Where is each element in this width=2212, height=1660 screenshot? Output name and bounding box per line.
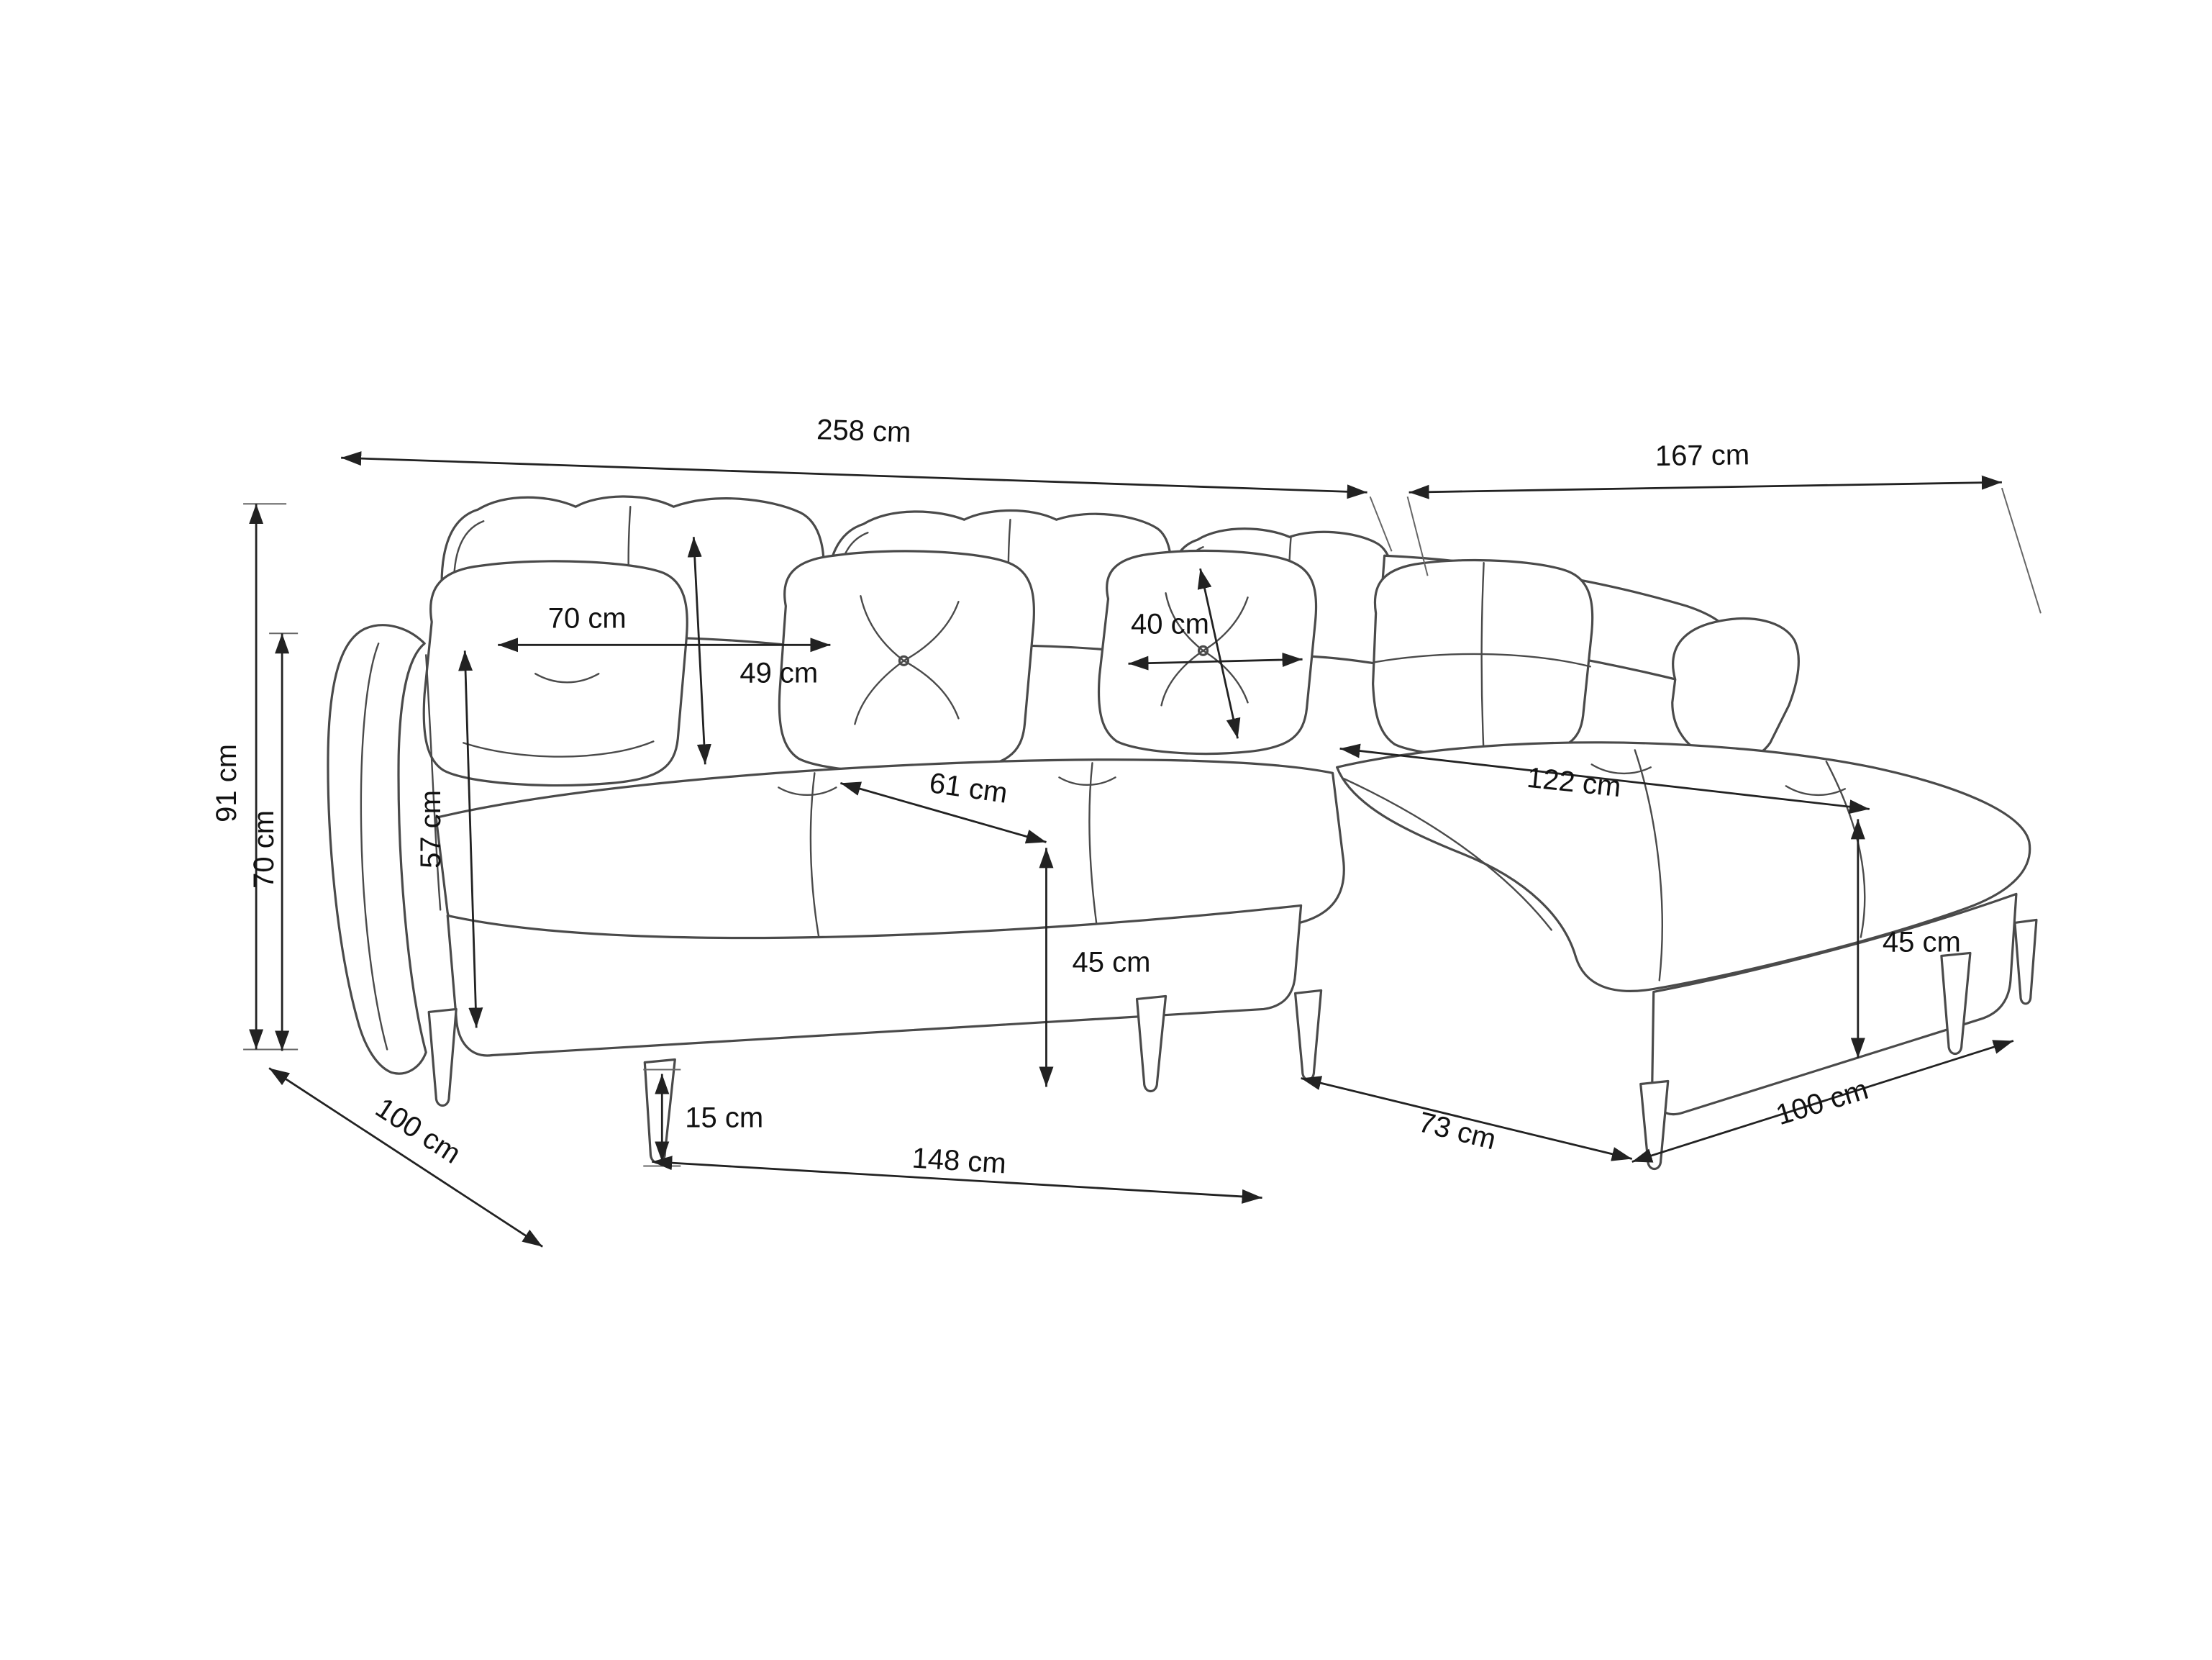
dim-label-small-pillow-width: 40 cm xyxy=(1131,608,1209,640)
dim-label-seat-width: 148 cm xyxy=(911,1143,1007,1180)
dim-label-chaise-depth: 100 cm xyxy=(1772,1074,1872,1131)
armrest-seam xyxy=(360,643,388,1051)
dim-label-chaise-seat-height: 45 cm xyxy=(1883,926,1961,958)
seat-dimple xyxy=(1058,776,1116,786)
seat-dimple xyxy=(778,786,837,797)
dim-arrow-chaise-length xyxy=(1408,475,2002,499)
sofa-leg xyxy=(427,1007,458,1107)
pillow-quarter-seam xyxy=(1373,653,1591,668)
dim-label-backrest-height: 70 cm xyxy=(248,810,280,889)
pillow-quarter-seam xyxy=(1480,562,1485,756)
sofa-drawing xyxy=(327,495,2038,1171)
dim-label-total-height: 91 cm xyxy=(211,744,242,822)
dim-arrow-total-width xyxy=(341,451,1367,499)
pillow-tuft-crease xyxy=(854,660,905,725)
dim-label-leg-height: 15 cm xyxy=(685,1102,763,1134)
dim-label-chaise-length: 167 cm xyxy=(1655,439,1750,472)
extension-line xyxy=(1406,496,1429,576)
dim-arrow-seat-depth xyxy=(839,781,1047,844)
front-base xyxy=(446,904,1303,1057)
sofa-left-edge xyxy=(424,654,442,911)
dim-arrow-corner-width xyxy=(1301,1076,1633,1161)
dim-label-total-width: 258 cm xyxy=(816,414,911,448)
dim-label-seat-height: 45 cm xyxy=(1072,946,1150,978)
pillow-tuft-crease xyxy=(860,595,905,662)
dim-arrow-small-pillow-height xyxy=(1197,568,1241,739)
pillow-tuft-crease xyxy=(903,660,960,720)
dim-arrow-chaise-depth xyxy=(1631,1040,2014,1163)
pillow-crease xyxy=(534,673,600,684)
pillow-tuft-crease xyxy=(903,601,960,662)
dim-arrow-back-pillow-height xyxy=(687,537,711,765)
sofa-leg xyxy=(643,1058,676,1164)
dim-label-sofa-depth: 100 cm xyxy=(370,1092,466,1169)
seat-seam xyxy=(1088,762,1099,937)
extension-line xyxy=(1369,496,1393,552)
sofa-leg xyxy=(1940,951,1972,1056)
throw-pillow-1 xyxy=(422,560,688,787)
dim-arrow-seat-width xyxy=(652,1156,1262,1204)
dim-arrow-armrest-height xyxy=(458,650,483,1028)
dim-label-back-pillow-height: 49 cm xyxy=(739,657,818,689)
dim-label-armrest-height: 57 cm xyxy=(415,790,447,868)
sofa-leg xyxy=(1135,994,1168,1093)
pillow-tuft-crease xyxy=(1165,592,1204,652)
dim-arrow-chaise-seat-length xyxy=(1339,743,1870,815)
sofa-leg xyxy=(2013,918,2038,1005)
dim-arrow-sofa-depth xyxy=(268,1067,544,1248)
pillow-button xyxy=(898,655,910,666)
pillow-crease xyxy=(463,740,655,758)
dim-label-back-pillow-width: 70 cm xyxy=(548,602,627,634)
throw-pillow-5 xyxy=(1671,617,1800,763)
extension-line xyxy=(2001,487,2042,614)
sofa-leg xyxy=(1293,989,1323,1081)
sofa-leg xyxy=(1639,1079,1670,1171)
dim-label-corner-width: 73 cm xyxy=(1416,1106,1499,1156)
